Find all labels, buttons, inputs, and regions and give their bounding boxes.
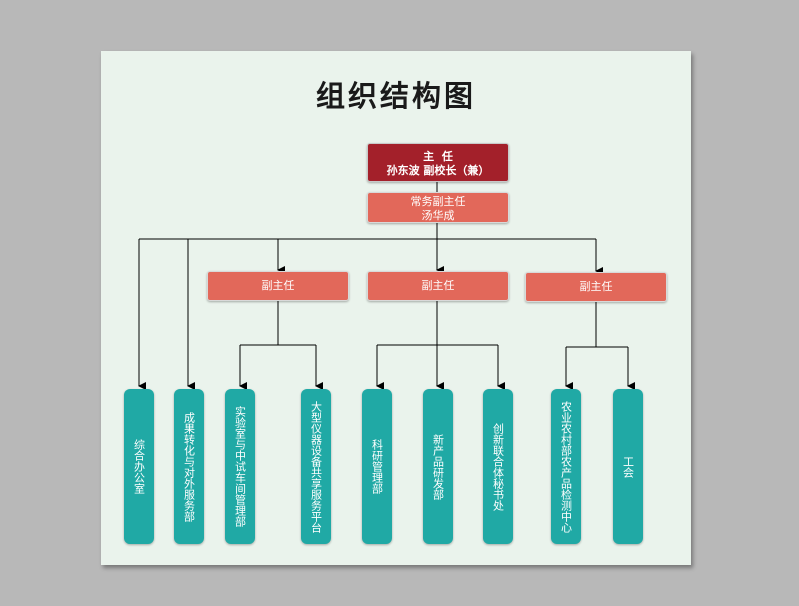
dept-label-6: 新产品研发部 (431, 433, 445, 500)
connector-lines (138, 182, 635, 390)
dept-label-3: 实验室与中试车间管理部 (233, 406, 247, 527)
director-box: 主 任 孙东波 副校长（兼） (367, 143, 509, 182)
executive-title: 常务副主任 (410, 195, 466, 208)
vice-director-box-3: 副主任 (525, 272, 667, 302)
dept-box-4: 大型仪器设备共享服务平台 (301, 389, 331, 544)
vice-director-box-2: 副主任 (367, 271, 509, 301)
dept-box-9: 工会 (613, 389, 643, 544)
executive-box: 常务副主任 汤华成 (367, 192, 509, 223)
dept-label-4: 大型仪器设备共享服务平台 (309, 400, 323, 533)
dept-label-7: 创新联合体秘书处 (491, 422, 505, 511)
dept-label-1: 综合办公室 (132, 439, 146, 494)
dept-box-5: 科研管理部 (362, 389, 392, 544)
dept-label-9: 工会 (621, 455, 635, 478)
slide: 组织结构图 (101, 51, 691, 565)
dept-label-5: 科研管理部 (370, 439, 384, 494)
dept-box-6: 新产品研发部 (423, 389, 453, 544)
director-name: 孙东波 副校长（兼） (386, 164, 490, 177)
dept-label-2: 成果转化与对外服务部 (182, 411, 196, 522)
dept-box-1: 综合办公室 (124, 389, 154, 544)
dept-box-2: 成果转化与对外服务部 (174, 389, 204, 544)
dept-box-8: 农业农村部农产品检测中心 (551, 389, 581, 544)
director-title: 主 任 (423, 150, 453, 163)
executive-name: 汤华成 (421, 209, 455, 222)
dept-box-3: 实验室与中试车间管理部 (225, 389, 255, 544)
vice-director-box-1: 副主任 (207, 271, 349, 301)
page-title: 组织结构图 (315, 79, 476, 113)
dept-label-8: 农业农村部农产品检测中心 (559, 400, 573, 533)
dept-box-7: 创新联合体秘书处 (483, 389, 513, 544)
